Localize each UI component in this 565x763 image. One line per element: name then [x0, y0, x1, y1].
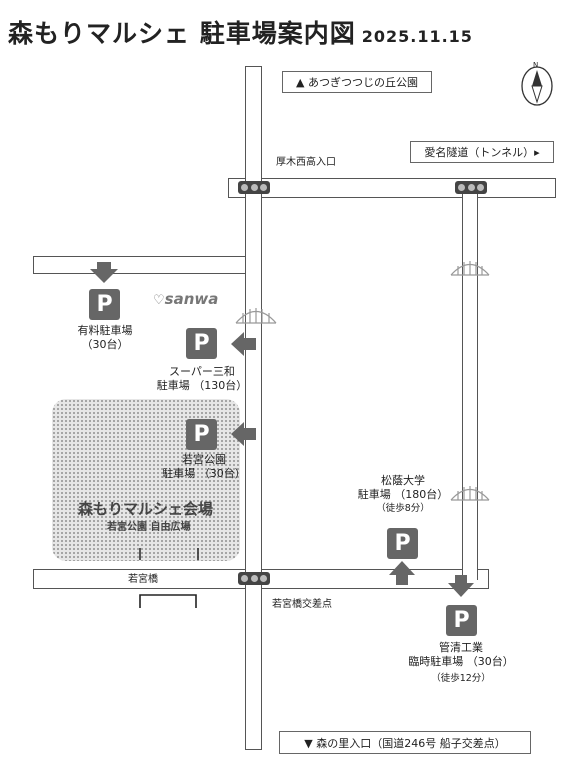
title-main: 森もりマルシェ 駐車場案内図: [8, 19, 356, 48]
arch-bridge-icon: [235, 308, 277, 324]
label-shoin-univ-parking: 松蔭大学 駐車場 （180台） （徒歩8分）: [357, 474, 449, 516]
kansei-name: 管清工業: [439, 641, 483, 654]
parking-icon-wakamiya-park: P: [186, 419, 217, 450]
kansei-capacity: 臨時駐車場 （30台）: [408, 655, 514, 668]
parking-icon-paid: P: [89, 289, 120, 320]
label-super-sanwa-parking: スーパー三和 駐車場 （130台）: [152, 365, 252, 393]
parking-icon-shoin-univ: P: [387, 528, 418, 559]
label-kansei-parking: 管清工業 臨時駐車場 （30台） （徒歩12分）: [405, 641, 517, 686]
label-wakamiya-intersection: 若宮橋交差点: [272, 599, 332, 610]
sanwa-heart-icon: ♡: [153, 293, 165, 308]
parking-icon-super-sanwa: P: [186, 328, 217, 359]
arrow-left-icon: [231, 422, 256, 446]
arrow-down-icon: [90, 262, 118, 283]
label-paid-parking: 有料駐車場 （30台）: [70, 324, 140, 352]
arch-bridge-icon: [450, 261, 490, 276]
shoin-univ-walk: （徒歩8分）: [376, 503, 430, 514]
super-sanwa-name: スーパー三和: [169, 365, 235, 378]
sign-top-park: ▲ あつぎつつじの丘公園: [282, 71, 432, 93]
compass-icon: [521, 66, 553, 106]
arrow-left-icon: [231, 332, 256, 356]
super-sanwa-capacity: 駐車場 （130台）: [156, 379, 248, 392]
traffic-signal-icon: [238, 572, 270, 585]
paid-parking-capacity: （30台）: [81, 338, 129, 351]
venue-subtitle: 若宮公園 自由広場: [107, 522, 191, 533]
junction-middle: [246, 257, 261, 273]
arch-bridge-icon: [450, 486, 490, 501]
sign-bottom: ▼ 森の里入口（国道246号 船子交差点）: [279, 731, 531, 754]
label-wakamiya-bridge: 若宮橋: [128, 574, 158, 585]
kansei-walk: （徒歩12分）: [431, 673, 491, 684]
title-date: 2025.11.15: [361, 27, 473, 46]
label-atsugi-entrance: 厚木西高入口: [276, 157, 336, 168]
wakamiya-park-name: 若宮公園: [182, 453, 226, 466]
sign-tunnel: 愛名隧道（トンネル）▸: [410, 141, 554, 163]
arrow-up-icon: [389, 561, 415, 585]
wakamiya-bridge-mark: [139, 594, 197, 608]
traffic-signal-icon: [238, 181, 270, 194]
venue-name: 森もりマルシェ会場: [78, 500, 214, 518]
arrow-down-icon: [448, 575, 474, 597]
wakamiya-park-capacity: 駐車場 （30台）: [162, 467, 246, 480]
traffic-signal-icon: [455, 181, 487, 194]
shoin-univ-name: 松蔭大学: [381, 474, 425, 487]
label-wakamiya-park-parking: 若宮公園 駐車場 （30台）: [156, 453, 252, 481]
parking-icon-kansei: P: [446, 605, 477, 636]
paid-parking-name: 有料駐車場: [77, 324, 133, 337]
sanwa-text: sanwa: [164, 290, 219, 308]
shoin-univ-capacity: 駐車場 （180台）: [357, 488, 449, 501]
compass-north-label: N: [533, 61, 539, 69]
page-title: 森もりマルシェ 駐車場案内図 2025.11.15: [8, 14, 473, 50]
sanwa-logo: ♡sanwa: [153, 290, 218, 308]
